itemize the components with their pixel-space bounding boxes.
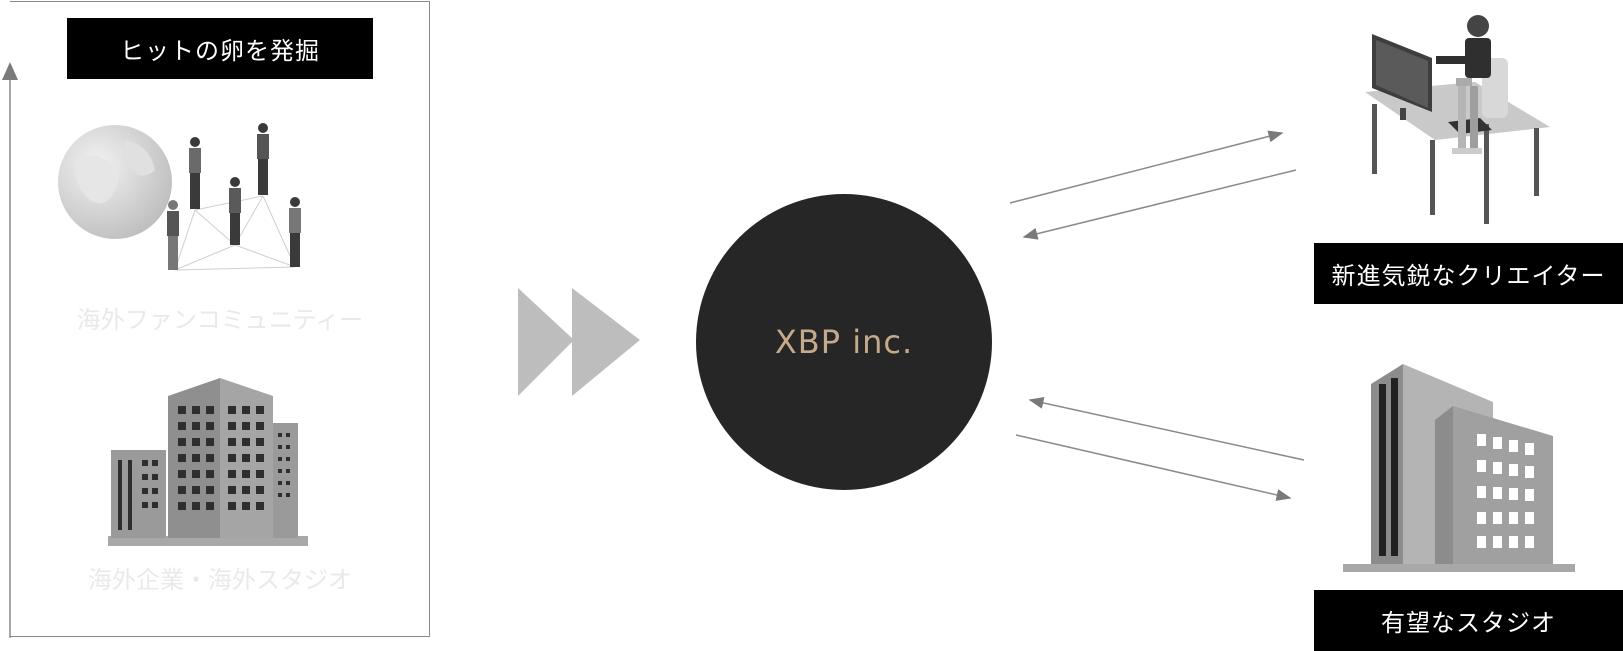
fan-community-illustration — [58, 123, 301, 271]
creator-label: 新進気鋭なクリエイター — [1314, 243, 1623, 304]
fan-community-label: 海外ファンコミュニティー — [76, 306, 364, 334]
studio-building-icon — [1343, 364, 1575, 572]
fast-forward-icon — [518, 288, 640, 396]
source-frame — [10, 1, 430, 637]
studio-label: 有望なスタジオ — [1314, 590, 1623, 651]
double-arrow-icon — [1009, 130, 1305, 501]
office-buildings-icon — [108, 378, 308, 546]
title-label: ヒットの卵を発掘 — [67, 18, 373, 79]
foreign-companies-label: 海外企業・海外スタジオ — [88, 566, 352, 594]
company-name: XBP inc. — [774, 323, 914, 361]
creator-at-desk-icon — [1365, 15, 1550, 224]
company-circle: XBP inc. — [696, 194, 992, 490]
up-arrow-icon — [2, 62, 18, 638]
globe-icon — [58, 125, 172, 239]
